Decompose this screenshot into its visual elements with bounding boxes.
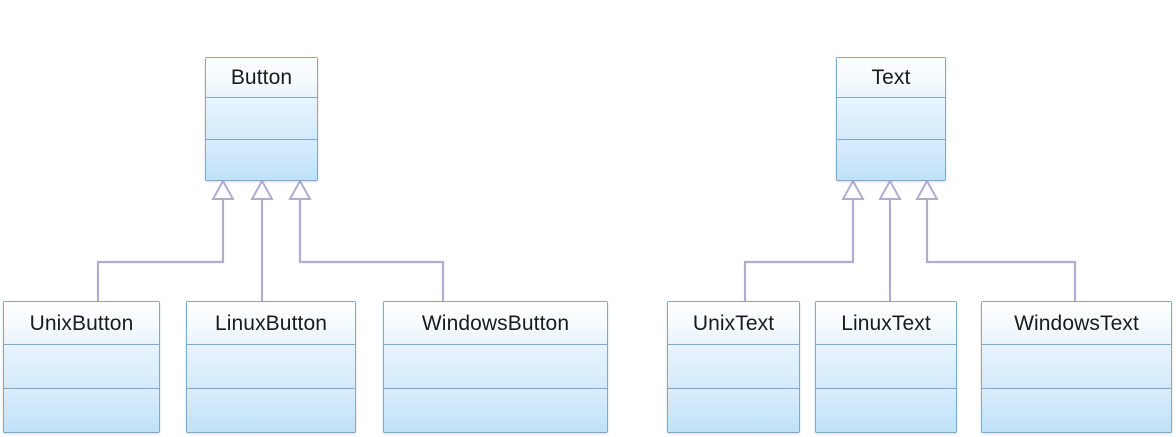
class-attributes-compartment xyxy=(384,345,607,389)
class-operations-compartment xyxy=(187,389,355,432)
generalization-windowstext-to-text xyxy=(915,178,1077,301)
class-attributes-compartment xyxy=(187,345,355,389)
class-box-text[interactable]: Text xyxy=(836,57,946,181)
class-operations-compartment xyxy=(668,389,799,432)
class-name-linuxbutton: LinuxButton xyxy=(187,302,355,345)
class-attributes-compartment xyxy=(4,345,159,389)
class-operations-compartment xyxy=(816,389,956,432)
generalization-unixbutton-to-button xyxy=(96,178,235,301)
hollow-triangle-arrowhead-icon xyxy=(878,178,902,200)
class-name-unixtext: UnixText xyxy=(668,302,799,345)
class-attributes-compartment xyxy=(206,98,317,140)
class-attributes-compartment xyxy=(816,345,956,389)
generalization-unixtext-to-text xyxy=(743,178,865,301)
class-box-linuxtext[interactable]: LinuxText xyxy=(815,301,957,433)
class-operations-compartment xyxy=(206,139,317,180)
class-attributes-compartment xyxy=(668,345,799,389)
class-name-windowsbutton: WindowsButton xyxy=(384,302,607,345)
class-name-text: Text xyxy=(837,58,945,98)
hollow-triangle-arrowhead-icon xyxy=(915,178,939,200)
hollow-triangle-arrowhead-icon xyxy=(250,178,274,200)
class-box-unixtext[interactable]: UnixText xyxy=(667,301,800,433)
generalization-linuxbutton-to-button xyxy=(250,178,274,301)
class-box-button[interactable]: Button xyxy=(205,57,318,181)
class-operations-compartment xyxy=(4,389,159,432)
class-operations-compartment xyxy=(384,389,607,432)
hollow-triangle-arrowhead-icon xyxy=(841,178,865,200)
class-box-unixbutton[interactable]: UnixButton xyxy=(3,301,160,433)
class-name-button: Button xyxy=(206,58,317,98)
class-box-windowstext[interactable]: WindowsText xyxy=(981,301,1172,433)
hollow-triangle-arrowhead-icon xyxy=(288,178,312,200)
generalization-linuxtext-to-text xyxy=(878,178,902,301)
class-attributes-compartment xyxy=(837,98,945,140)
generalization-windowsbutton-to-button xyxy=(288,178,445,301)
class-box-linuxbutton[interactable]: LinuxButton xyxy=(186,301,356,433)
hollow-triangle-arrowhead-icon xyxy=(211,178,235,200)
class-name-windowstext: WindowsText xyxy=(982,302,1171,345)
class-operations-compartment xyxy=(982,389,1171,432)
class-box-windowsbutton[interactable]: WindowsButton xyxy=(383,301,608,433)
class-name-unixbutton: UnixButton xyxy=(4,302,159,345)
class-attributes-compartment xyxy=(982,345,1171,389)
class-name-linuxtext: LinuxText xyxy=(816,302,956,345)
class-operations-compartment xyxy=(837,139,945,180)
